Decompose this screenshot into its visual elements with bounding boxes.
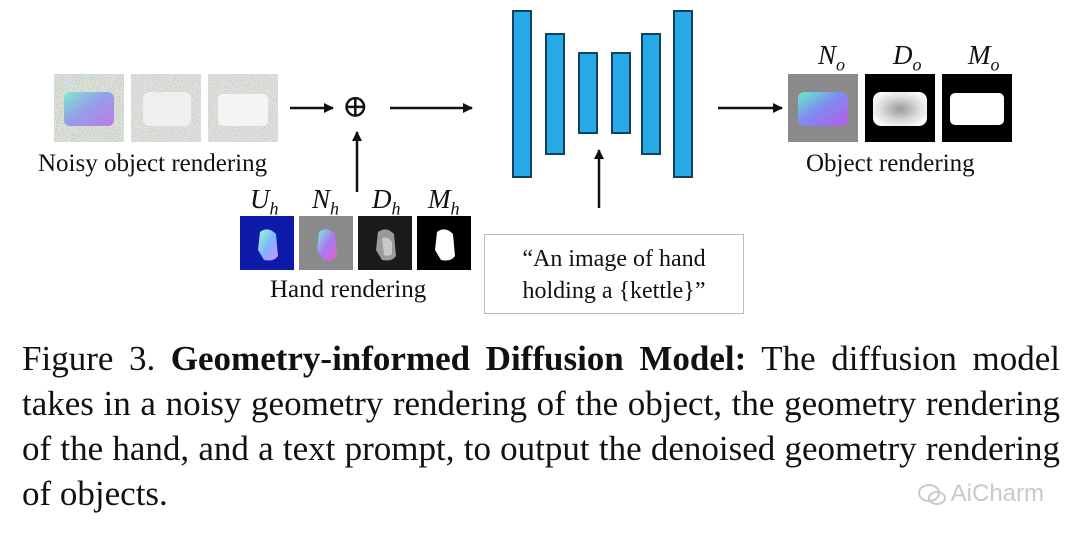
object-normal-thumbnail [788,74,858,142]
caption-bold-title: Geometry-informed Diffusion Model: [170,339,747,378]
unet-decoder-bar-1 [611,52,631,134]
object-n-label: No [818,40,846,75]
caption-prefix: Figure 3. [22,339,171,378]
noisy-normal-thumbnail [54,74,124,142]
hand-d-label: Dh [372,184,401,219]
hand-m-label: Mh [428,184,460,219]
prompt-line-2: holding a {kettle}” [522,278,706,304]
object-depth-thumbnail [865,74,935,142]
object-d-label: Do [893,40,922,75]
hand-depth-thumbnail [358,216,412,270]
unet-decoder-bar-3 [673,10,693,178]
text-prompt-box: “An image of hand holding a {kettle}” [484,234,744,314]
object-m-label: Mo [968,40,1000,75]
noisy-depth-thumbnail [131,74,201,142]
unet-encoder-bar-1 [512,10,532,178]
watermark: AiCharm [917,480,1044,508]
prompt-line-1: “An image of hand [522,246,706,272]
watermark-text: AiCharm [950,480,1044,507]
object-rendering-label: Object rendering [806,150,975,177]
unet-encoder-bar-3 [578,52,598,134]
concat-plus-symbol: ⊕ [342,88,369,124]
object-mask-thumbnail [942,74,1012,142]
hand-u-label: Uh [250,184,279,219]
hand-rendering-label: Hand rendering [270,276,427,303]
hand-n-label: Nh [312,184,340,219]
wechat-icon [917,483,947,507]
hand-uv-thumbnail [240,216,294,270]
noisy-object-label: Noisy object rendering [38,150,268,177]
hand-mask-thumbnail [417,216,471,270]
unet-decoder-bar-2 [641,33,661,155]
hand-normal-thumbnail [299,216,353,270]
figure-caption: Figure 3. Geometry-informed Diffusion Mo… [22,336,1060,516]
noisy-mask-thumbnail [208,74,278,142]
flow-arrows [290,103,783,208]
caption-body: The diffusion model takes in a noisy geo… [22,339,1060,513]
unet-encoder-bar-2 [545,33,565,155]
